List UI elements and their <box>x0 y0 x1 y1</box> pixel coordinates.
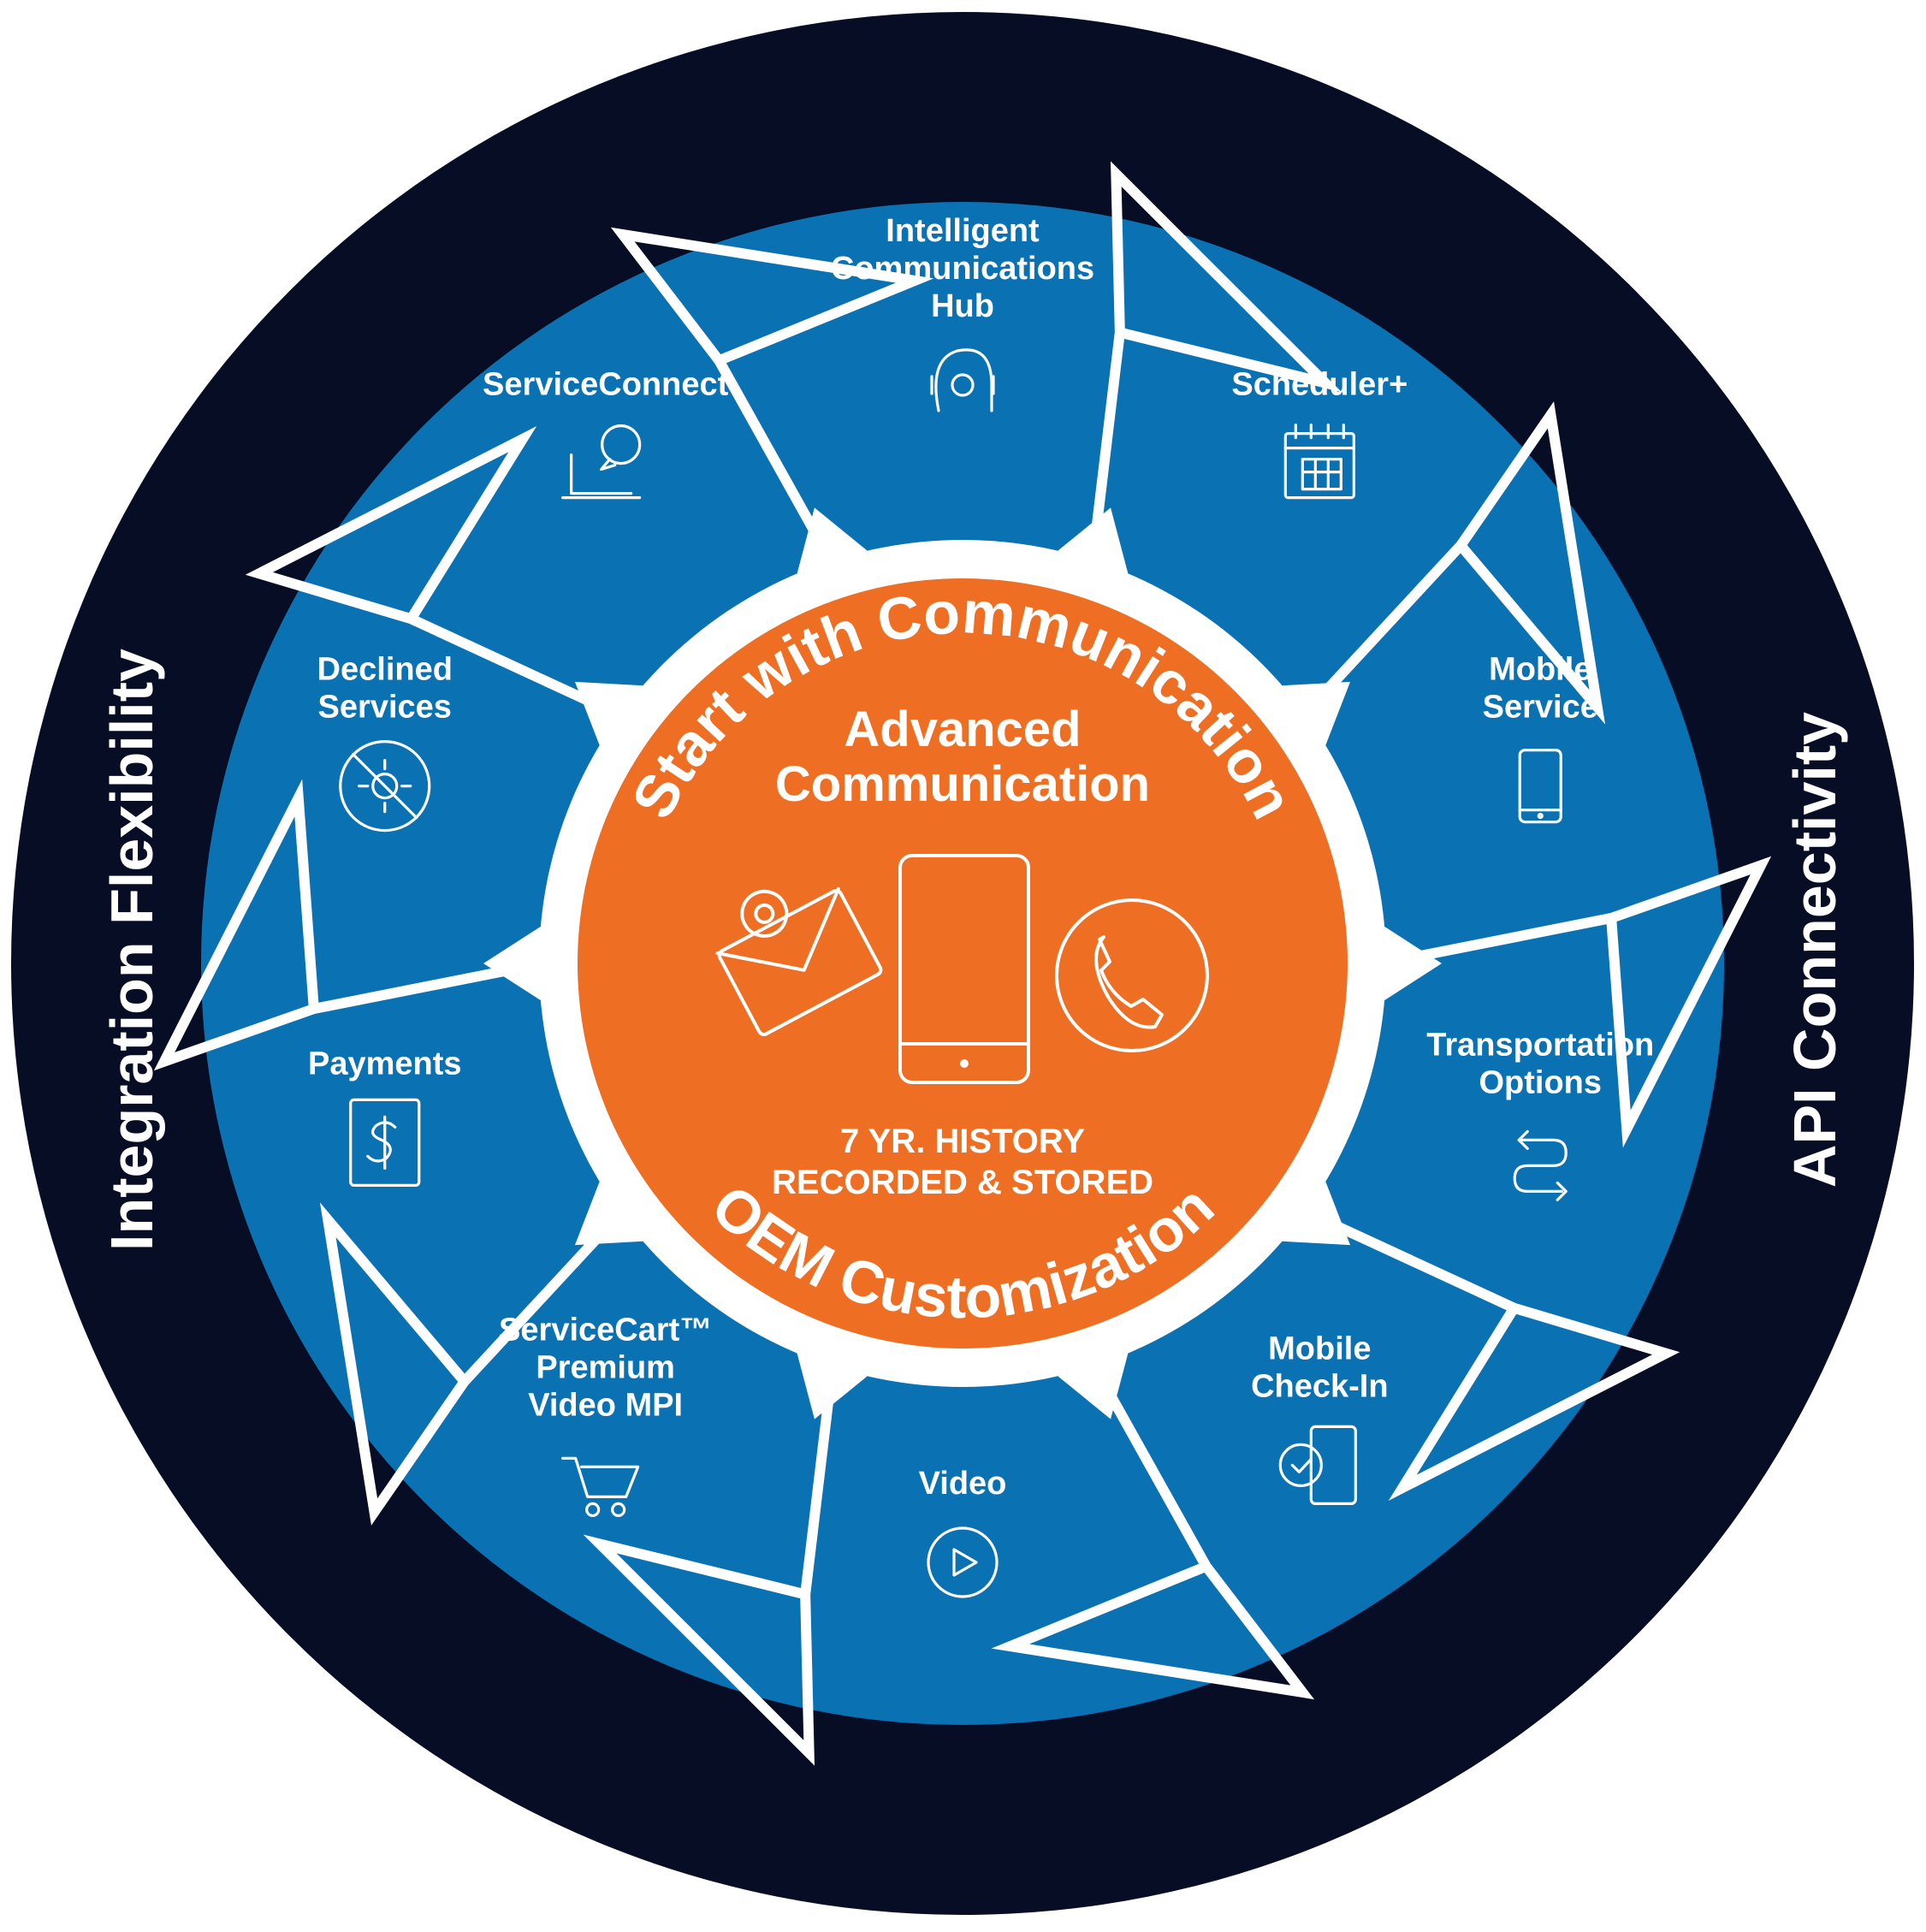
arrow-separator <box>991 1360 1315 1700</box>
stage-label: Intelligent <box>886 213 1040 249</box>
arrow-separator <box>153 779 545 1071</box>
arrow-separators <box>153 161 1772 1766</box>
arrow-separator <box>319 1202 627 1526</box>
arrow-separator <box>583 1361 839 1766</box>
shopping-cart-icon <box>561 1456 640 1518</box>
ring-label-left: Integration Flexibility <box>98 649 165 1251</box>
gap-notch <box>1058 507 1129 574</box>
stage-label: Services <box>318 690 452 726</box>
stage-label: Options <box>1479 1064 1602 1100</box>
center-subtitle-line1: 7 YR. HISTORY <box>840 1123 1085 1160</box>
headset-icon <box>930 348 995 412</box>
stage-label: Transportation <box>1426 1027 1654 1063</box>
stage-label: Video <box>919 1466 1007 1502</box>
stage-label: Service <box>1483 690 1598 726</box>
gap-notch <box>797 507 868 574</box>
stage-label: Declined <box>317 652 453 688</box>
phone-call-icon <box>1055 898 1209 1052</box>
center-subtitle-line2: RECORDED & STORED <box>772 1164 1153 1201</box>
stage-label: Check-In <box>1251 1368 1388 1404</box>
center-circle <box>578 578 1348 1348</box>
declined-service-icon <box>339 739 431 833</box>
stage-label: Communications <box>831 251 1094 287</box>
gap-notch <box>1282 1181 1351 1246</box>
gap-notch <box>574 681 643 746</box>
mobile-phone-icon <box>1518 748 1562 824</box>
gap-notch <box>1058 1353 1129 1419</box>
gap-notch <box>483 926 541 1001</box>
stage-icons <box>339 348 1567 1598</box>
arrow-separator <box>1380 856 1772 1148</box>
dollar-icon <box>349 1098 421 1188</box>
email-icon <box>715 886 883 1037</box>
center-title-line2: Communication <box>775 756 1150 812</box>
stage-label: Premium <box>536 1349 675 1385</box>
phone-check-icon <box>1278 1425 1357 1506</box>
route-arrows-icon <box>1513 1129 1567 1202</box>
gap-notch <box>1282 681 1351 746</box>
stage-label: Payments <box>308 1046 462 1082</box>
stage-label: Mobile <box>1489 652 1591 688</box>
stage-label: Hub <box>931 288 994 324</box>
gap-notch <box>1384 926 1442 1001</box>
arrow-separator <box>245 426 626 722</box>
stage-label: Scheduler+ <box>1231 367 1407 403</box>
arrow-separator <box>1087 161 1342 566</box>
stage-label: ServiceConnect <box>483 367 729 403</box>
gap-notch <box>574 1181 643 1246</box>
gap-notch <box>797 1353 868 1419</box>
laptop-chat-icon <box>561 424 642 500</box>
play-icon <box>927 1526 999 1598</box>
ring-label-right: API Connectivity <box>1781 712 1848 1188</box>
gap-notches <box>483 507 1442 1419</box>
center-title-line1: Advanced <box>844 702 1081 757</box>
arrow-separator <box>1299 1205 1680 1501</box>
calendar-icon <box>1283 423 1355 500</box>
stage-label: Mobile <box>1268 1330 1371 1366</box>
stage-label: Video MPI <box>528 1387 683 1423</box>
arrow-separator <box>1298 401 1606 725</box>
arrow-separator <box>610 227 934 567</box>
stage-label: ServiceCart™ <box>499 1312 712 1348</box>
smartphone-icon <box>898 854 1030 1084</box>
